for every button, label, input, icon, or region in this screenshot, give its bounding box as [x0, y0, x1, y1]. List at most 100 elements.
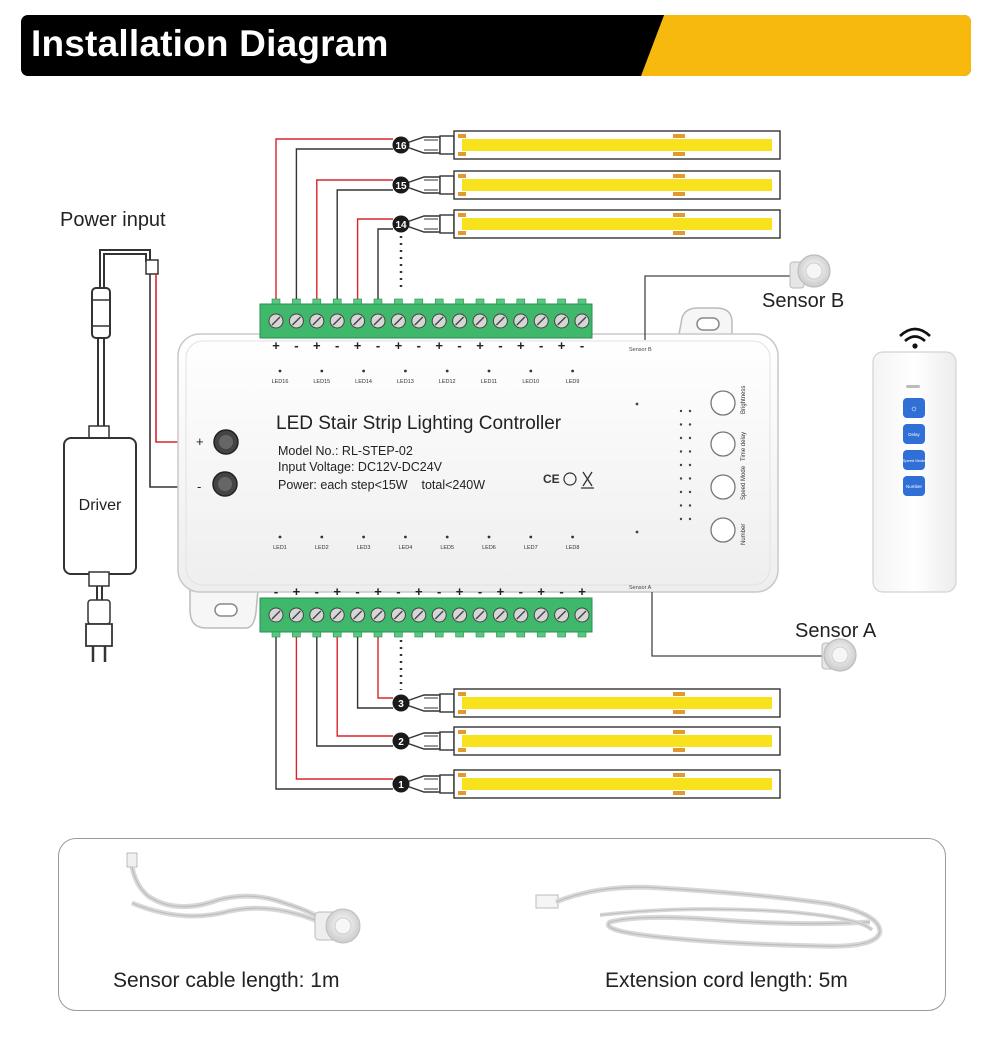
sun-icon: ☼: [910, 403, 918, 413]
indicator-dot: [635, 530, 639, 534]
led-channel-label: LED12: [439, 379, 456, 385]
speed-mode-button[interactable]: [710, 474, 736, 500]
banner-accent: [641, 15, 971, 76]
led-channel-label: LED5: [440, 545, 454, 551]
led-channel-label: LED11: [481, 379, 497, 385]
screw-slot: [516, 610, 526, 620]
screw-slot: [353, 316, 363, 326]
led-indicator: [487, 535, 491, 539]
remote-brightness-button[interactable]: [903, 398, 925, 418]
indicator-dot: [679, 409, 683, 413]
led-channel-label: LED15: [313, 379, 330, 385]
led-indicator: [278, 369, 282, 373]
remote-speed-mode-button[interactable]: [903, 450, 925, 470]
led-channel-label: LED6: [482, 545, 496, 551]
terminal-tab: [434, 631, 444, 638]
wire: [336, 637, 393, 737]
polarity-label: +: [272, 338, 280, 353]
solder-pad: [458, 748, 466, 752]
remote-delay-button[interactable]: [903, 424, 925, 444]
polarity-label: -: [396, 584, 400, 599]
solder-pad: [673, 710, 685, 714]
polarity-label: +: [497, 584, 505, 599]
wiring-bottom: [275, 637, 393, 790]
speed-mode-label: Speed Mode: [741, 465, 747, 500]
solder-pad: [673, 152, 685, 156]
polarity-labels-top: +-+-+-+-+-+-+-+-: [272, 338, 584, 353]
polarity-label: -: [274, 584, 278, 599]
brightness-button[interactable]: [710, 390, 736, 416]
wifi-signal-icon: [899, 327, 931, 349]
time-delay-button[interactable]: [710, 431, 736, 457]
terminal-tab: [557, 298, 566, 305]
screw-slot: [557, 316, 567, 326]
led-indicator: [445, 535, 449, 539]
polarity-label: +: [476, 338, 484, 353]
terminal-tab: [455, 631, 464, 638]
led-strip: 14: [392, 209, 781, 239]
step-number: 15: [395, 181, 407, 192]
connector-pin: [424, 218, 438, 230]
step-number: 14: [395, 220, 407, 231]
solder-pad: [458, 213, 466, 217]
led-indicator: [445, 369, 449, 373]
cob-led-line: [462, 139, 772, 151]
indicator-dot: [688, 477, 692, 480]
strip-clip: [439, 214, 455, 234]
indicator-dot: [679, 423, 683, 426]
brightness-label: Brightness: [741, 386, 747, 414]
screw-slot: [475, 316, 485, 326]
polarity-label: +: [435, 338, 443, 353]
screw-slot: [434, 610, 444, 620]
terminal-tab: [394, 298, 403, 305]
cob-led-line: [462, 218, 772, 230]
led-channel-label: LED7: [524, 545, 538, 551]
remote-indicator: [906, 385, 920, 388]
terminal-tab: [312, 631, 322, 638]
screw-slot: [536, 316, 546, 326]
power-input-label: Power input: [60, 209, 166, 231]
polarity-label: +: [415, 584, 423, 599]
indicator-dot: [688, 423, 692, 426]
polarity-label: -: [498, 338, 502, 353]
solder-pad: [458, 692, 466, 696]
terminal-tab: [516, 298, 526, 305]
screw-slot: [414, 316, 424, 326]
solder-pad: [673, 730, 685, 734]
led-channel-label: LED2: [315, 545, 329, 551]
connector-pin: [424, 735, 438, 747]
polarity-label: +: [293, 584, 301, 599]
polarity-label: +: [456, 584, 464, 599]
led-channel-label: LED9: [566, 379, 580, 385]
screw-slot: [455, 610, 465, 620]
terminal-tab: [496, 631, 505, 638]
terminal-tab: [312, 298, 322, 305]
controller-model: Model No.: RL-STEP-02: [278, 444, 413, 458]
strip-clip: [439, 135, 455, 155]
screw-slot: [291, 610, 301, 620]
led-channel-label: LED16: [272, 379, 289, 385]
polarity-label: +: [333, 584, 341, 599]
polarity-label: -: [376, 338, 380, 353]
screw-slot: [393, 316, 403, 326]
step-number: 3: [398, 699, 404, 710]
remote-number-button[interactable]: [903, 476, 925, 496]
terminal-tab: [271, 631, 281, 638]
solder-pad: [673, 231, 685, 235]
led-indicator: [278, 535, 282, 539]
solder-pad: [458, 134, 466, 138]
power-terminals: + -: [196, 429, 239, 497]
terminal-tab: [516, 631, 526, 638]
wire: [316, 637, 393, 747]
sensor-a-port-label: Sensor A: [629, 585, 652, 591]
polarity-label: +: [354, 338, 362, 353]
terminal-tab: [577, 298, 587, 305]
number-button[interactable]: [710, 517, 736, 543]
indicator-dot: [679, 463, 683, 467]
screw-slot: [455, 316, 465, 326]
led-channel-label: LED4: [399, 545, 413, 551]
controller-voltage: Input Voltage: DC12V-DC24V: [278, 460, 443, 474]
screw-slot: [312, 610, 322, 620]
screw-slot: [414, 610, 424, 620]
